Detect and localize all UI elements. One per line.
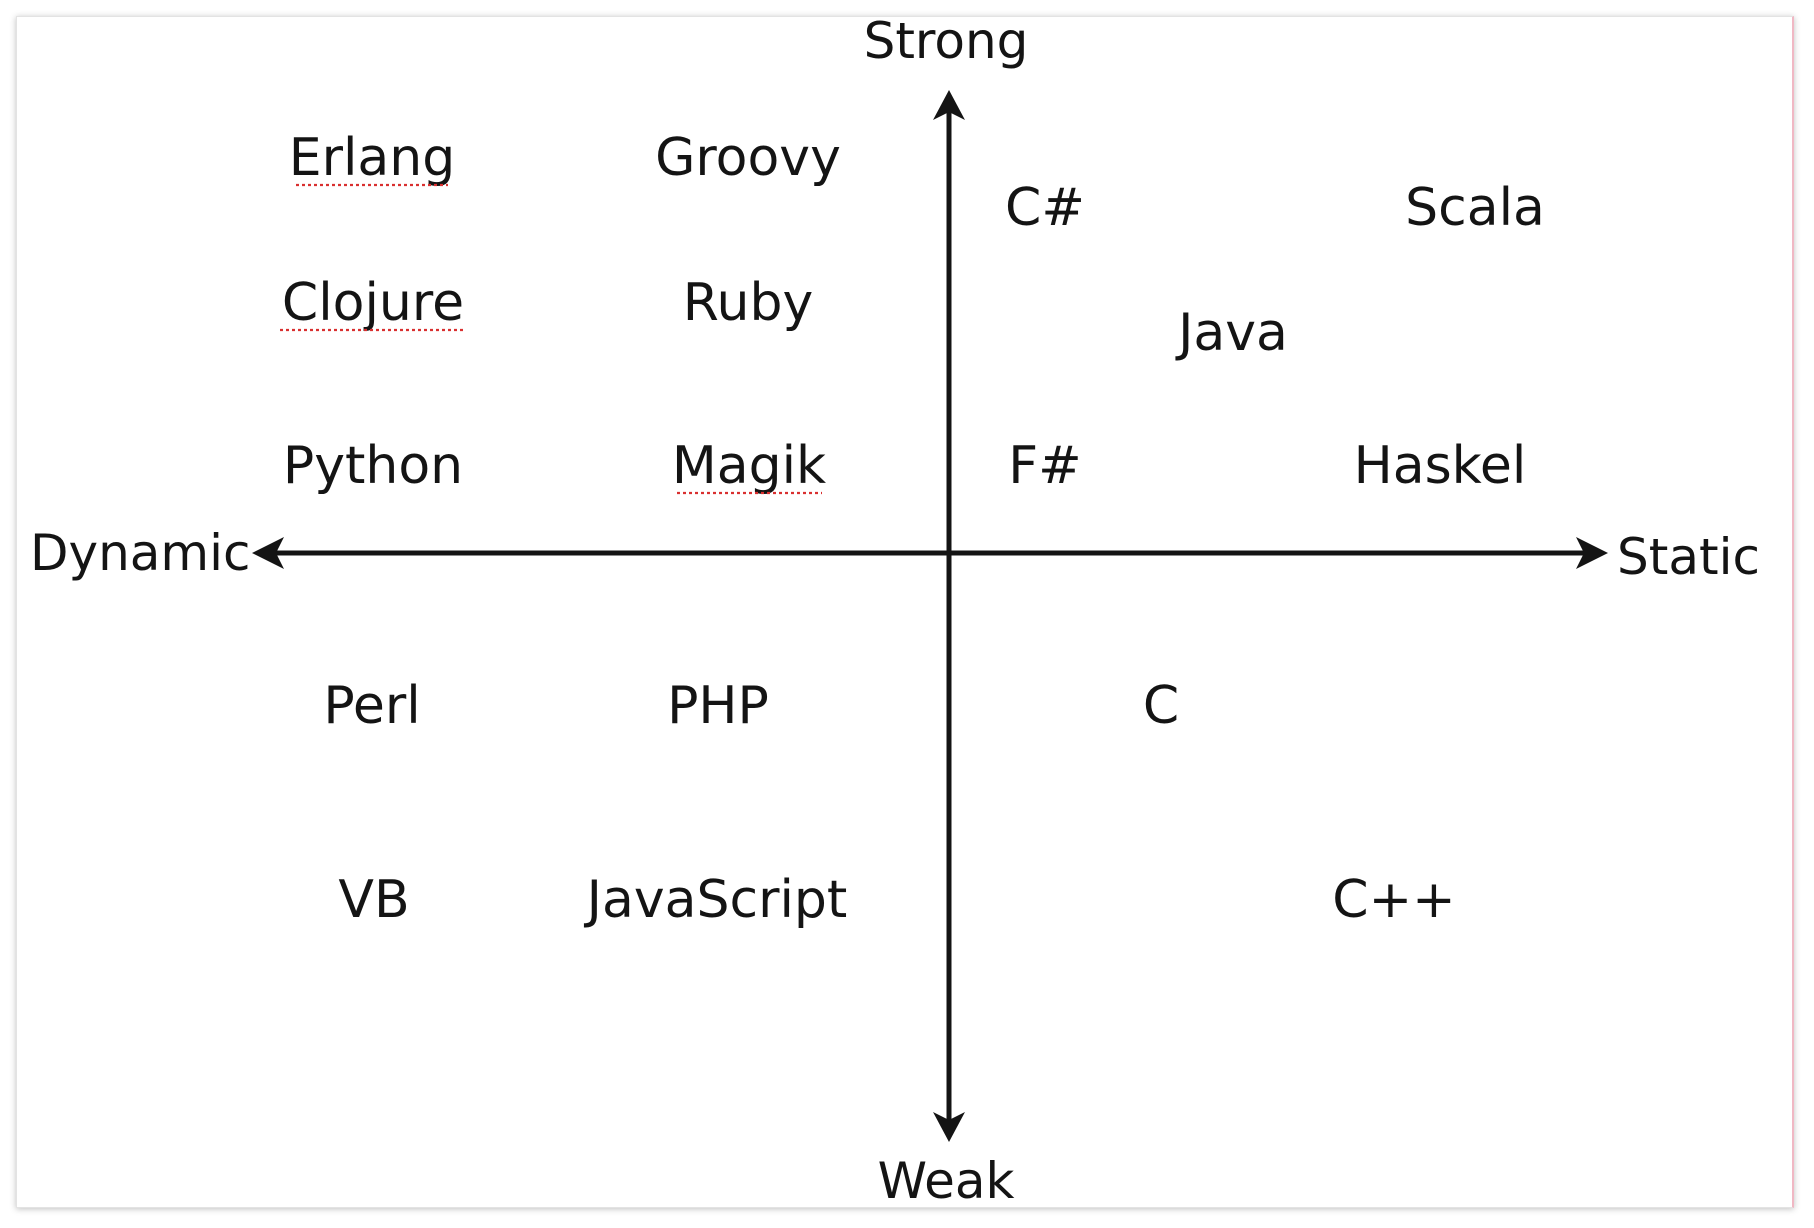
language-fsharp: F# (1008, 436, 1081, 496)
language-csharp: C# (1005, 178, 1085, 238)
down-arrowhead-icon (933, 1112, 965, 1142)
language-php: PHP (667, 676, 769, 736)
language-cpp: C++ (1332, 870, 1455, 930)
left-arrowhead-icon (252, 537, 284, 569)
language-perl: Perl (323, 676, 420, 736)
language-java: Java (1175, 303, 1288, 363)
language-scala: Scala (1405, 178, 1545, 238)
diagram-frame (16, 16, 1794, 1208)
language-c: C (1143, 676, 1179, 736)
language-javascript: JavaScript (584, 870, 848, 930)
axis-label-strong: Strong (864, 12, 1029, 70)
language-python: Python (283, 436, 463, 496)
language-haskel: Haskel (1354, 436, 1527, 496)
language-magik: Magik (672, 436, 826, 496)
language-groovy: Groovy (655, 128, 841, 188)
axis-label-static: Static (1617, 528, 1760, 586)
axis-label-dynamic: Dynamic (30, 524, 251, 582)
language-vb: VB (338, 870, 409, 930)
language-erlang: Erlang (289, 128, 456, 188)
language-clojure: Clojure (282, 273, 464, 333)
up-arrowhead-icon (933, 90, 965, 120)
axis-label-weak: Weak (878, 1152, 1015, 1210)
right-arrowhead-icon (1576, 537, 1608, 569)
language-ruby: Ruby (683, 273, 814, 333)
